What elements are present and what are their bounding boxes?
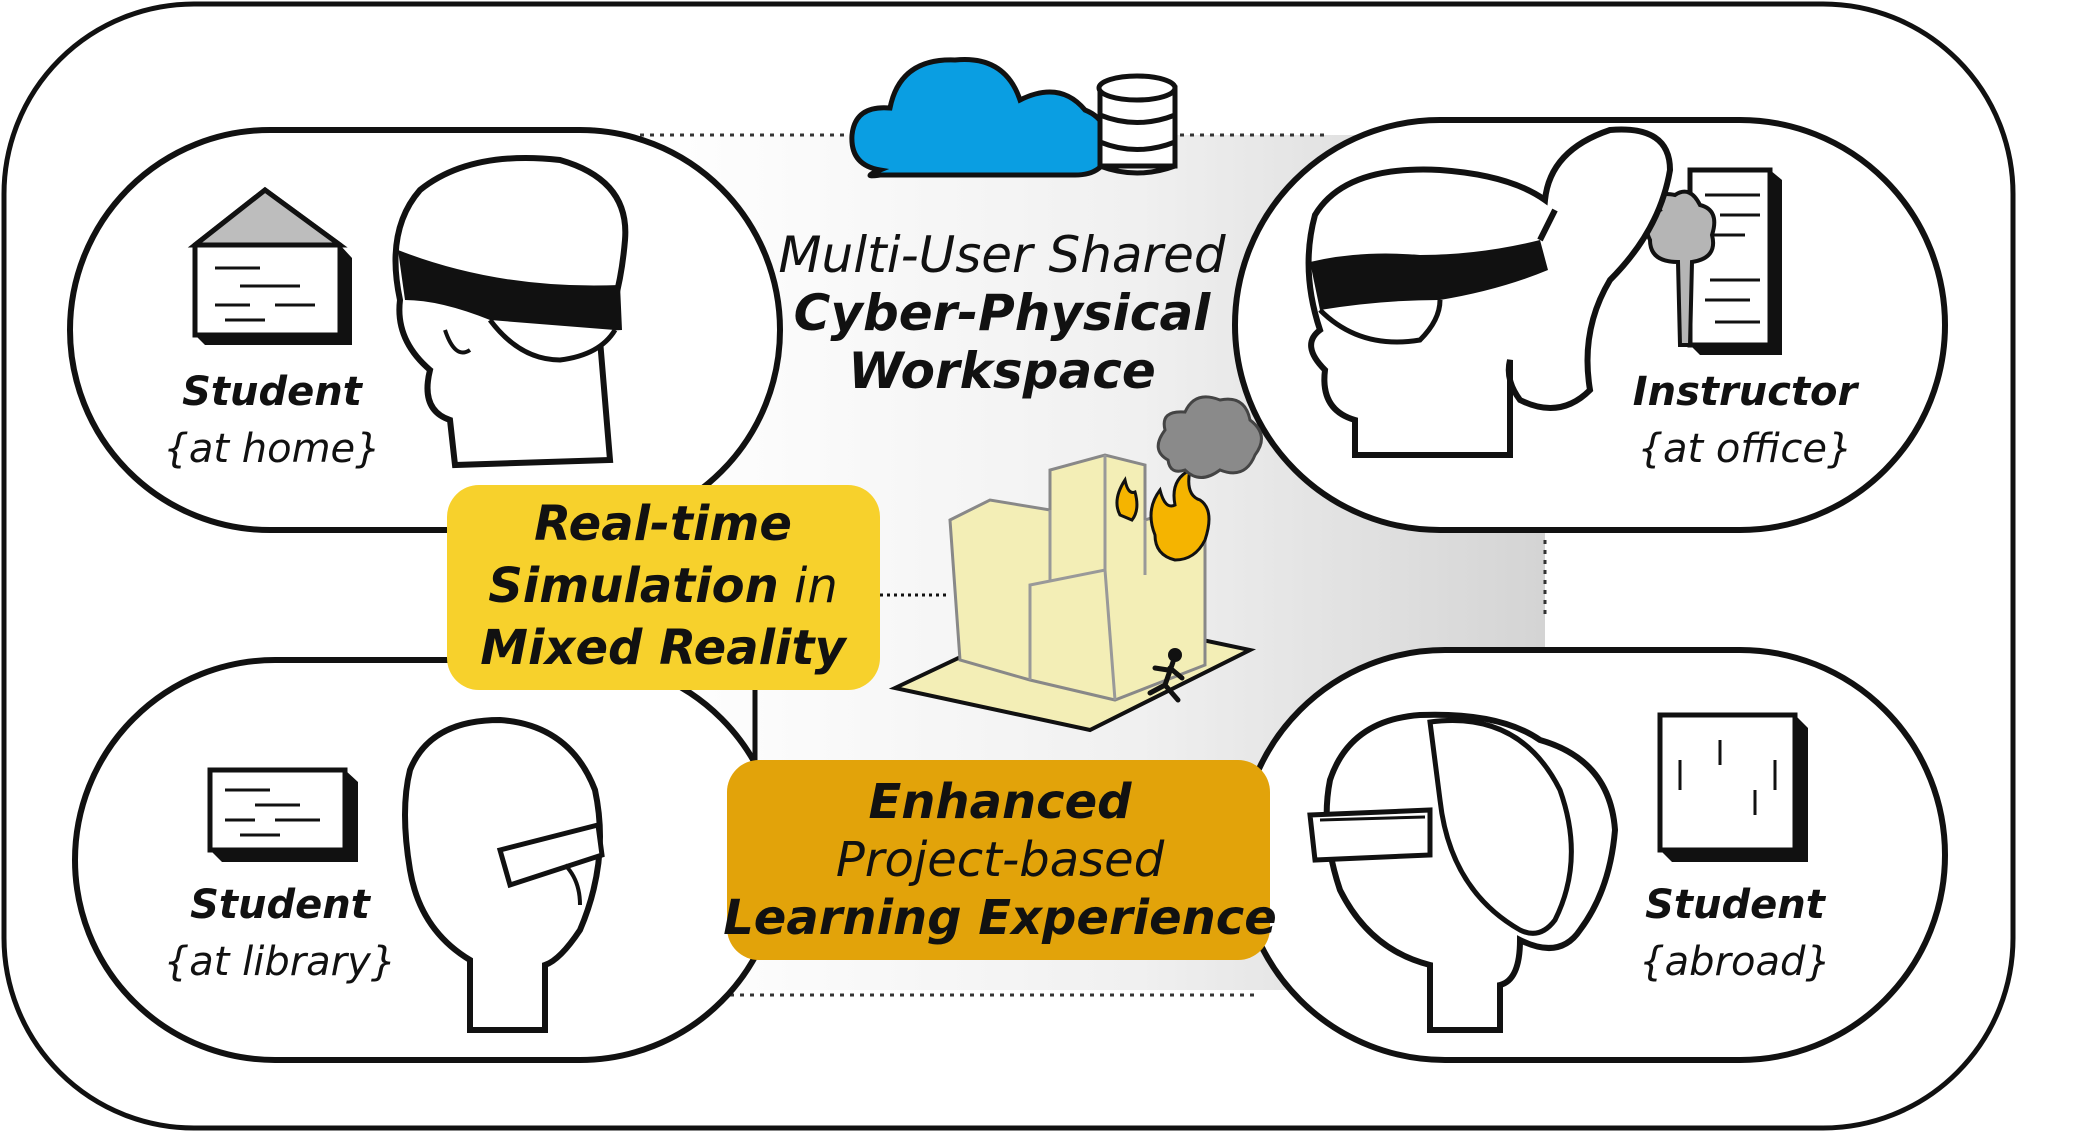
workspace-title-line2: Cyber-Physical: [794, 284, 1212, 342]
smoke-icon: [1156, 395, 1263, 479]
workspace-title-line3: Workspace: [848, 342, 1156, 400]
simulation-line1: Real-time: [534, 496, 792, 552]
abroad-building-icon: [1657, 712, 1808, 862]
simulation-line2-suffix: in: [779, 558, 838, 614]
workspace-dotted-border: [640, 133, 1547, 997]
user-location: {abroad}: [1639, 939, 1831, 985]
outcome-line2: Project-based: [836, 832, 1165, 888]
house-icon: [187, 186, 352, 345]
office-building-icon: [1687, 167, 1782, 355]
user-location: {at library}: [164, 939, 397, 985]
simulation-line3: Mixed Reality: [480, 620, 847, 676]
headset-user-icon: [402, 716, 605, 1033]
cloud-database-icon: [849, 57, 1178, 179]
simulation-line2: Simulation in: [488, 558, 838, 614]
database-icon: [1096, 73, 1178, 176]
user-role: Student: [182, 369, 364, 415]
headset-user-icon: [392, 155, 629, 469]
outcome-line3: Learning Experience: [723, 890, 1277, 946]
headset-user-icon: [1305, 126, 1674, 458]
fire-icon: [1115, 467, 1211, 562]
simulation-box: Real-time Simulation in Mixed Reality: [447, 485, 880, 690]
user-location: {at office}: [1638, 426, 1853, 472]
user-role: Instructor: [1633, 369, 1860, 415]
outcome-line1: Enhanced: [868, 774, 1132, 830]
building-fire-illustration: [888, 395, 1263, 733]
tree-icon: [1644, 189, 1717, 347]
outcome-box: Enhanced Project-based Learning Experien…: [723, 760, 1277, 960]
headset-user-icon: [1307, 711, 1619, 1033]
user-panel-student-abroad: Student {abroad}: [1237, 647, 1948, 1063]
user-panel-student-home: Student {at home}: [67, 127, 783, 533]
library-icon: [207, 767, 358, 862]
user-role: Student: [190, 882, 372, 928]
user-panel-instructor-office: Instructor {at office}: [1232, 117, 1948, 533]
simulation-line2-main: Simulation: [488, 558, 779, 614]
running-person-icon: [1147, 648, 1185, 703]
user-panel-student-library: Student {at library}: [72, 657, 783, 1063]
cloud-icon: [849, 57, 1111, 179]
workspace-title-line1: Multi-User Shared: [778, 226, 1226, 284]
user-location: {at home}: [163, 426, 380, 472]
user-role: Student: [1645, 882, 1827, 928]
